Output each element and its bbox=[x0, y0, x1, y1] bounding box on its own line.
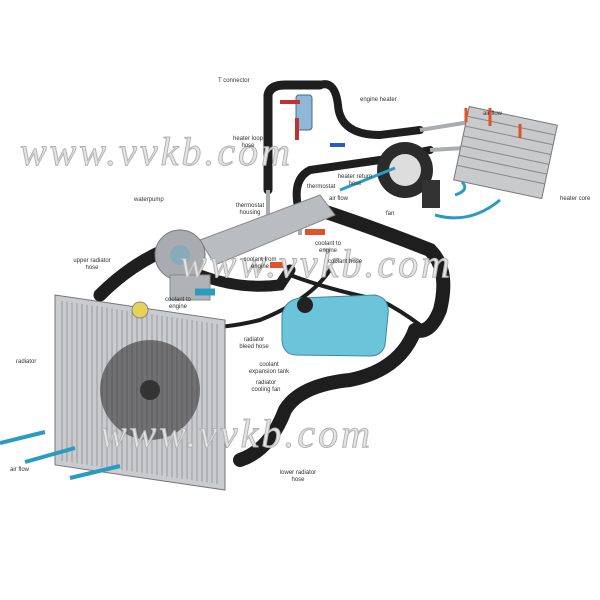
label-heater-return-hose: heater return hose bbox=[337, 174, 373, 187]
radiator-airflow-arrow bbox=[0, 430, 121, 480]
watermark: www.vvkb.com bbox=[180, 241, 453, 287]
lower-radiator-hose bbox=[233, 323, 422, 467]
label-t-connector: T connector bbox=[218, 78, 250, 84]
engine-heater-hose bbox=[316, 80, 424, 140]
thermostat-housing bbox=[199, 194, 336, 266]
label-coolant-to-engine-1: coolant to engine bbox=[314, 241, 342, 254]
label-air-flow-fan: air flow bbox=[329, 196, 349, 202]
watermark: www.vvkb.com bbox=[20, 129, 293, 175]
label-engine-heater: engine heater bbox=[360, 97, 397, 103]
label-fan: fan bbox=[386, 211, 395, 217]
label-coolant-hose: coolant hose bbox=[328, 259, 363, 265]
label-coolant-expansion-tank: coolant expansion tank bbox=[248, 362, 290, 375]
label-thermostat-housing: thermostat housing bbox=[235, 203, 265, 216]
label-heater-loop-hose: heater loop hose bbox=[232, 136, 264, 149]
heater-core bbox=[453, 105, 558, 200]
label-coolant-to-engine-2: coolant to engine bbox=[164, 297, 192, 310]
label-radiator: radiator bbox=[16, 359, 37, 365]
heater-airflow-arrow bbox=[464, 108, 522, 138]
label-radiator-cooling-fan: radiator cooling fan bbox=[251, 380, 281, 393]
label-thermostat: thermostat bbox=[307, 184, 336, 190]
fan-airflow-arrow bbox=[339, 166, 501, 220]
label-heater-core: heater core bbox=[560, 196, 591, 202]
label-air-flow-top: air flow bbox=[483, 111, 503, 117]
label-air-flow-bottom: air flow bbox=[10, 467, 30, 473]
label-upper-radiator-hose: upper radiator hose bbox=[73, 258, 111, 271]
label-waterpump: waterpump bbox=[134, 197, 164, 203]
heater-loop-hose bbox=[263, 80, 325, 195]
label-lower-radiator-hose: lower radiator hose bbox=[279, 470, 317, 483]
watermark: www.vvkb.com bbox=[100, 411, 373, 457]
label-coolant-from-engine: coolant from engine bbox=[243, 257, 277, 270]
flow-arrows bbox=[0, 100, 522, 480]
main-hose bbox=[313, 203, 451, 338]
label-radiator-bleed-hose: radiator bleed hose bbox=[239, 337, 269, 350]
